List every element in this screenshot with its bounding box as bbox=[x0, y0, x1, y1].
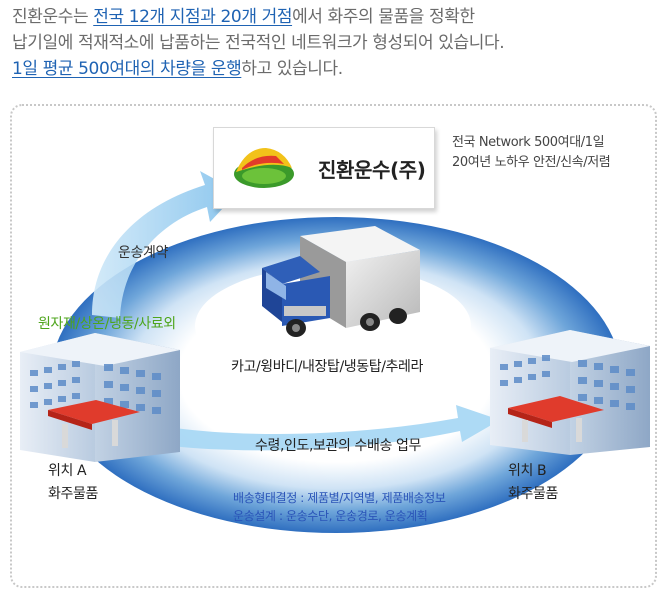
vehicles-label: 카고/윙바디/내장탑/냉동탑/추레라 bbox=[231, 359, 423, 375]
cargo-types-label: 원자재/상온/냉동/사료외 bbox=[38, 316, 176, 332]
company-name: 진환운수(주) bbox=[318, 158, 426, 182]
delivery-arrow bbox=[170, 405, 500, 451]
intro-line-1-pre: 진환운수는 bbox=[12, 7, 94, 27]
intro-text: 진환운수는 전국 12개 지점과 20개 거점에서 화주의 물품을 정확한 납기… bbox=[12, 4, 662, 82]
company-logo-icon bbox=[234, 148, 294, 188]
intro-line-3-post: 하고 있습니다. bbox=[241, 59, 343, 79]
delivery-type-note: 배송형태결정 : 제품별/지역별, 제품배송정보 bbox=[233, 491, 446, 505]
intro-line-1: 진환운수는 전국 12개 지점과 20개 거점에서 화주의 물품을 정확한 bbox=[12, 4, 662, 30]
location-a-subtitle: 화주물품 bbox=[48, 486, 98, 502]
services-label: 수령,인도,보관의 수배송 업무 bbox=[255, 438, 421, 454]
intro-line-1-post: 에서 화주의 물품을 정확한 bbox=[292, 7, 475, 27]
building-a bbox=[20, 333, 180, 462]
contract-label: 운송계약 bbox=[118, 245, 168, 261]
truck-icon bbox=[262, 226, 420, 337]
intro-line-2: 납기일에 적재적소에 납품하는 전국적인 네트워크가 형성되어 있습니다. bbox=[12, 33, 505, 53]
location-b-subtitle: 화주물품 bbox=[508, 486, 558, 502]
transport-design-note: 운송설계 : 운송수단, 운송경로, 운송계획 bbox=[233, 509, 428, 523]
company-info-line-2: 20여년 노하우 안전/신속/저렴 bbox=[452, 155, 611, 170]
contract-arrow bbox=[92, 171, 238, 318]
building-b bbox=[490, 330, 650, 455]
company-info-line-1: 전국 Network 500여대/1일 bbox=[452, 135, 605, 150]
company-logo-box: 진환운수(주) bbox=[213, 127, 435, 209]
intro-highlight-branches: 전국 12개 지점과 20개 거점 bbox=[93, 7, 293, 27]
location-a-title: 위치 A bbox=[48, 463, 87, 479]
diagram-frame bbox=[10, 104, 657, 588]
intro-line-3: 1일 평균 500여대의 차량을 운행하고 있습니다. bbox=[12, 56, 662, 82]
intro-highlight-vehicles: 1일 평균 500여대의 차량을 운행 bbox=[12, 59, 242, 79]
location-b-title: 위치 B bbox=[508, 463, 547, 479]
